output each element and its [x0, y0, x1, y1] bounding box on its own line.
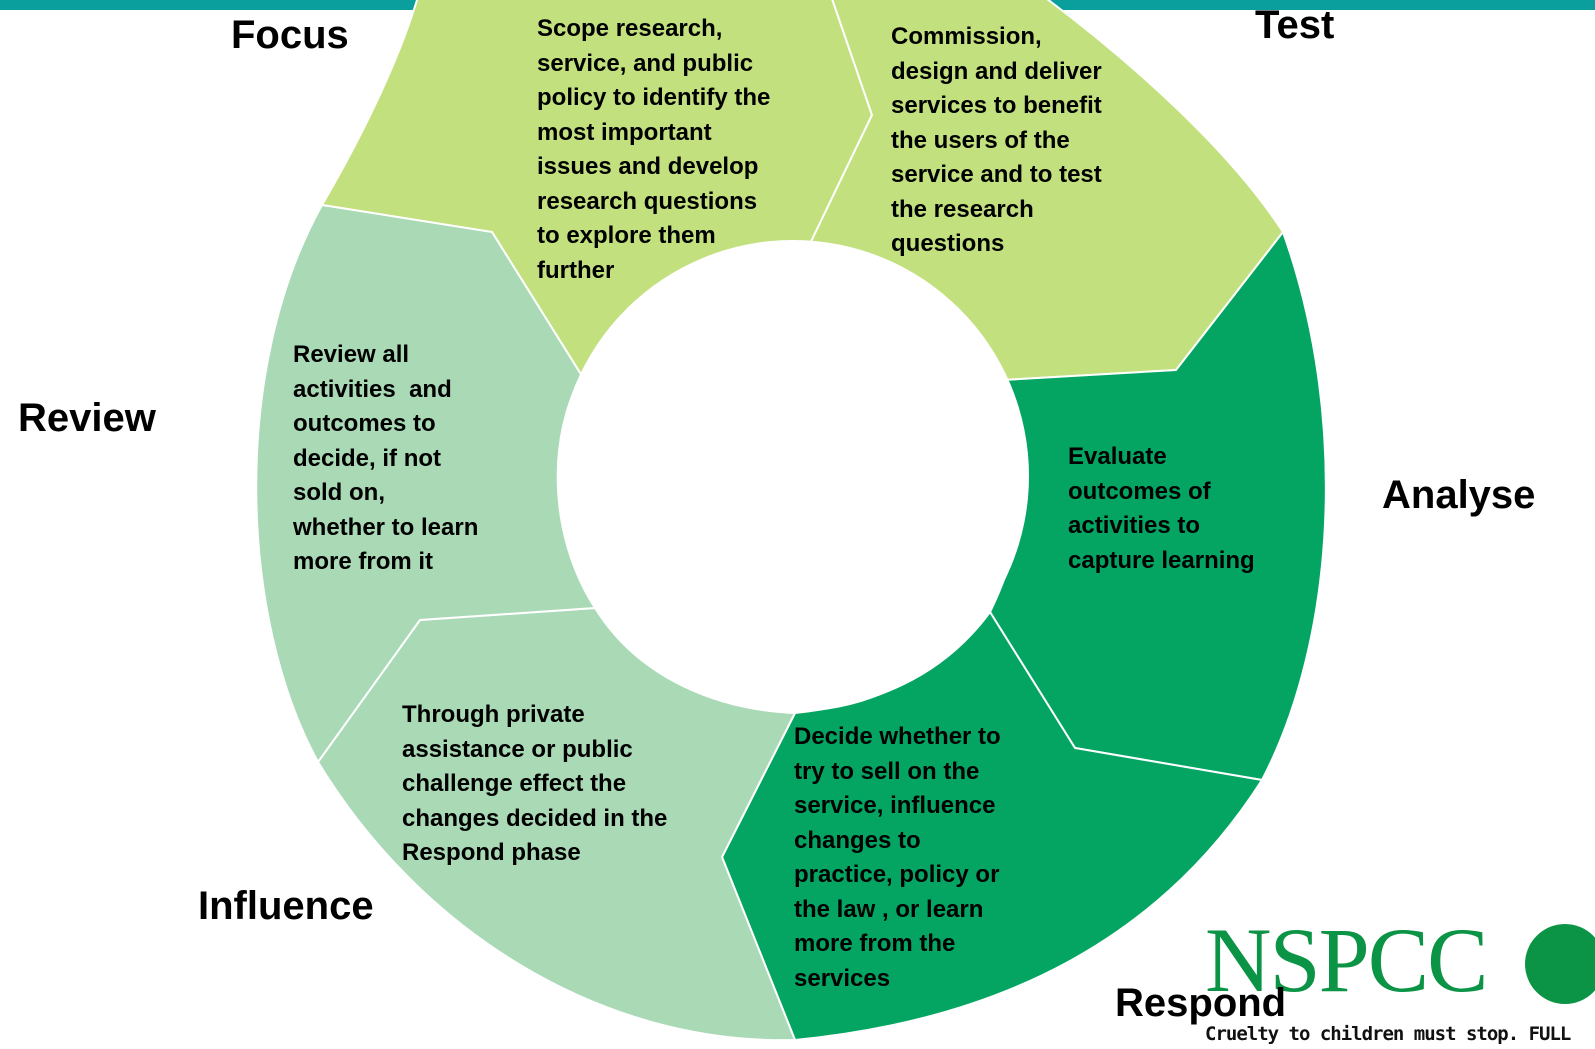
logo-circle-icon [1525, 924, 1595, 1004]
review-description: Review all activities and outcomes to de… [293, 341, 479, 575]
phase-label-influence: Influence [198, 884, 374, 928]
nspcc-logo: NSPCC Cruelty to children must stop. FUL… [1205, 910, 1595, 1049]
logo-wordmark: NSPCC [1205, 909, 1488, 1011]
respond-description: Decide whether to try to sell on the ser… [794, 723, 1001, 992]
phase-label-review: Review [18, 396, 156, 440]
phase-label-test: Test [1255, 3, 1335, 47]
segment-influence [316, 606, 797, 1042]
analyse-description: Evaluate outcomes of activities to captu… [1068, 443, 1255, 574]
phase-label-analyse: Analyse [1382, 473, 1536, 517]
phase-label-focus: Focus [231, 13, 349, 57]
segment-respond [720, 610, 1264, 1042]
focus-description: Scope research, service, and public poli… [537, 15, 771, 284]
center-hole [557, 240, 1029, 712]
logo-tagline: Cruelty to children must stop. FULL [1205, 1023, 1571, 1045]
phase-label-respond: Respond [1115, 981, 1287, 1025]
influence-description: Through private assistance or public cha… [402, 701, 668, 866]
test-description: Commission, design and deliver services … [891, 23, 1102, 257]
